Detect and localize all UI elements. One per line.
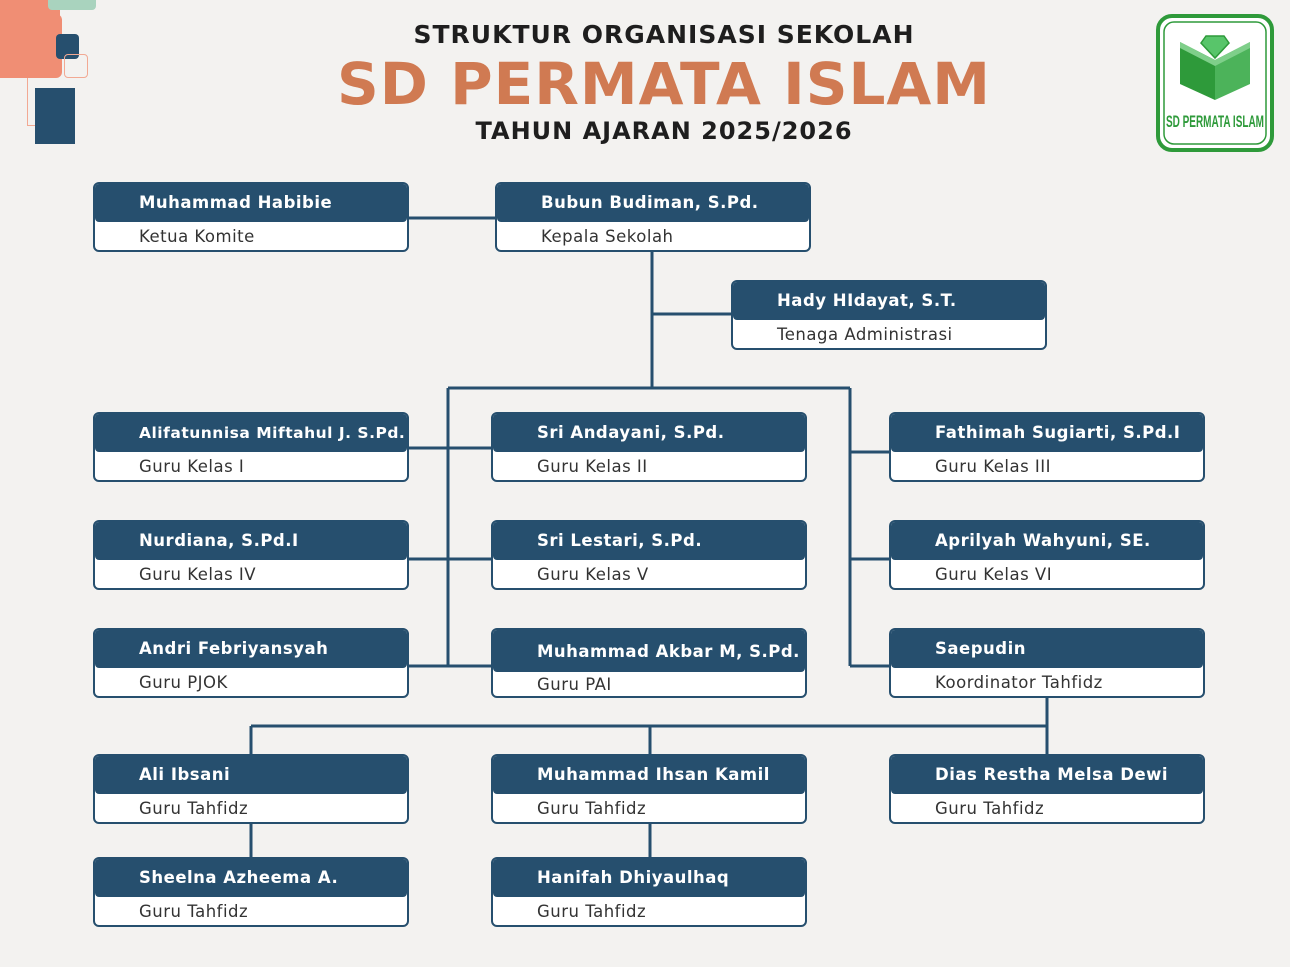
card-role: Guru Kelas II	[537, 457, 648, 476]
card-name: Muhammad Habibie	[95, 184, 407, 222]
card-name: Sheelna Azheema A.	[95, 859, 407, 897]
card-guru-kelas-2: Sri Andayani, S.Pd. Guru Kelas II	[491, 412, 807, 482]
card-name: Bubun Budiman, S.Pd.	[497, 184, 809, 222]
card-guru-kelas-6: Aprilyah Wahyuni, SE. Guru Kelas VI	[889, 520, 1205, 590]
card-name: Andri Febriyansyah	[95, 630, 407, 668]
decor-navy-bar	[35, 88, 75, 144]
decor-outline-square	[64, 54, 88, 78]
card-guru-tahfidz-5: Hanifah Dhiyaulhaq Guru Tahfidz	[491, 857, 807, 927]
card-guru-tahfidz-1: Ali Ibsani Guru Tahfidz	[93, 754, 409, 824]
gem-icon	[1200, 35, 1230, 60]
card-role: Guru Tahfidz	[935, 799, 1045, 818]
school-logo: SD PERMATA ISLAM	[1156, 14, 1274, 152]
card-guru-pjok: Andri Febriyansyah Guru PJOK	[93, 628, 409, 698]
heading-academic-year: TAHUN AJARAN 2025/2026	[475, 117, 853, 145]
card-guru-kelas-1: Alifatunnisa Miftahul J. S.Pd. Guru Kela…	[93, 412, 409, 482]
card-role: Kepala Sekolah	[541, 227, 674, 246]
card-guru-kelas-4: Nurdiana, S.Pd.I Guru Kelas IV	[93, 520, 409, 590]
card-name: Alifatunnisa Miftahul J. S.Pd.	[95, 414, 407, 452]
card-guru-tahfidz-2: Muhammad Ihsan Kamil Guru Tahfidz	[491, 754, 807, 824]
card-koordinator-tahfidz: Saepudin Koordinator Tahfidz	[889, 628, 1205, 698]
heading-struktur: STRUKTUR ORGANISASI SEKOLAH	[413, 20, 915, 49]
card-role: Guru Tahfidz	[537, 799, 647, 818]
card-role: Guru Tahfidz	[139, 799, 249, 818]
card-ketua-komite: Muhammad Habibie Ketua Komite	[93, 182, 409, 252]
card-name: Aprilyah Wahyuni, SE.	[891, 522, 1203, 560]
card-role: Guru Kelas I	[139, 457, 245, 476]
card-role: Guru Tahfidz	[139, 902, 249, 921]
card-name: Ali Ibsani	[95, 756, 407, 794]
card-role: Guru Tahfidz	[537, 902, 647, 921]
card-guru-kelas-5: Sri Lestari, S.Pd. Guru Kelas V	[491, 520, 807, 590]
card-role: Ketua Komite	[139, 227, 255, 246]
decor-navy-square	[56, 34, 79, 59]
card-name: Muhammad Akbar M, S.Pd.	[493, 630, 805, 672]
card-name: Saepudin	[891, 630, 1203, 668]
card-name: Sri Andayani, S.Pd.	[493, 414, 805, 452]
decor-outline-line	[27, 78, 37, 126]
card-kepala-sekolah: Bubun Budiman, S.Pd. Kepala Sekolah	[495, 182, 811, 252]
card-guru-tahfidz-4: Sheelna Azheema A. Guru Tahfidz	[93, 857, 409, 927]
card-guru-kelas-3: Fathimah Sugiarti, S.Pd.I Guru Kelas III	[889, 412, 1205, 482]
card-name: Muhammad Ihsan Kamil	[493, 756, 805, 794]
card-role: Guru PJOK	[139, 673, 228, 692]
card-tenaga-administrasi: Hady HIdayat, S.T. Tenaga Administrasi	[731, 280, 1047, 350]
logo-inner-frame	[1163, 21, 1267, 145]
card-name: Hady HIdayat, S.T.	[733, 282, 1045, 320]
logo-text: SD PERMATA ISLAM	[1166, 112, 1264, 131]
card-role: Koordinator Tahfidz	[935, 673, 1103, 692]
heading-school-name: SD PERMATA ISLAM	[336, 50, 992, 118]
decor-mint-bar	[48, 0, 96, 10]
card-role: Guru Kelas V	[537, 565, 649, 584]
card-name: Hanifah Dhiyaulhaq	[493, 859, 805, 897]
card-role: Guru PAI	[537, 675, 612, 694]
card-role: Tenaga Administrasi	[777, 325, 953, 344]
book-edge-icon	[1180, 42, 1250, 66]
card-name: Nurdiana, S.Pd.I	[95, 522, 407, 560]
card-guru-tahfidz-3: Dias Restha Melsa Dewi Guru Tahfidz	[889, 754, 1205, 824]
card-role: Guru Kelas IV	[139, 565, 257, 584]
card-name: Sri Lestari, S.Pd.	[493, 522, 805, 560]
card-name: Fathimah Sugiarti, S.Pd.I	[891, 414, 1203, 452]
card-name: Dias Restha Melsa Dewi	[891, 756, 1203, 794]
card-role: Guru Kelas III	[935, 457, 1052, 476]
card-role: Guru Kelas VI	[935, 565, 1053, 584]
card-guru-pai: Muhammad Akbar M, S.Pd. Guru PAI	[491, 628, 807, 698]
